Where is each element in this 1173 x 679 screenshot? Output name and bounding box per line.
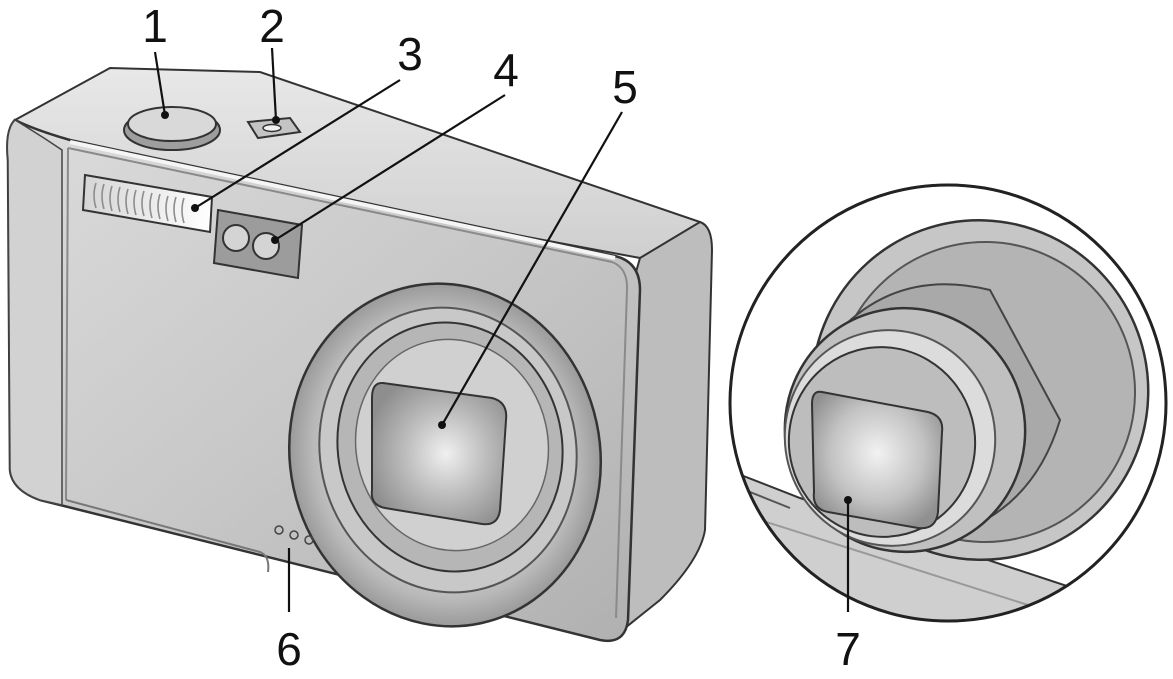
callout-number-4: 4 (493, 44, 519, 96)
lens-closeup-inset (728, 183, 1168, 623)
callout-number-6: 6 (276, 623, 302, 675)
leader-line-5 (441, 111, 623, 426)
leader-line-1 (153, 51, 167, 116)
leader-line-2 (270, 47, 278, 121)
callout-number-7: 7 (835, 623, 861, 675)
shutter-release-button (123, 106, 221, 151)
callout-number-5: 5 (612, 61, 638, 113)
lens-assembly (287, 282, 603, 628)
af-auxiliary-light-window (212, 208, 304, 280)
callout-number-3: 3 (397, 28, 423, 80)
leader-line-4 (274, 94, 506, 241)
flash-window (81, 173, 214, 234)
callout-number-1: 1 (142, 0, 168, 52)
leader-line-3 (194, 79, 401, 209)
callout-number-2: 2 (259, 0, 285, 52)
leader-dots (161, 111, 852, 504)
microphone-holes (274, 525, 314, 545)
leader-lines (153, 47, 850, 612)
